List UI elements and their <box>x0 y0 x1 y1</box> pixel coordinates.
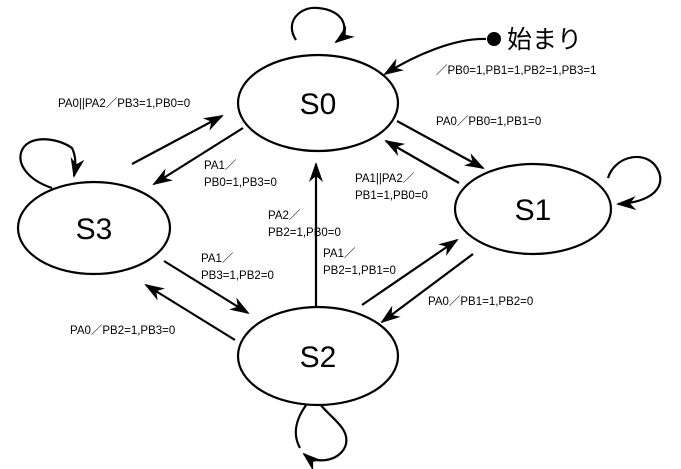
self-loop-s2 <box>296 397 348 460</box>
state-s3 <box>16 180 172 276</box>
arrow-s0-to-s1 <box>396 120 485 169</box>
label-start-to-s0: ／PB0=1,PB1=1,PB2=1,PB3=1 <box>436 64 596 77</box>
state-s2-label: S2 <box>300 341 337 374</box>
label-s3-to-s0: PA0||PA2／PB3=1,PB0=0 <box>58 97 190 110</box>
label-s1-to-s0-line2: PB1=1,PB0=0 <box>355 190 428 202</box>
arrow-s0-to-s3 <box>152 127 244 186</box>
label-s2-to-s0-line1: PA2／ <box>268 209 301 222</box>
label-s3-to-s2-line2: PB3=1,PB2=0 <box>201 270 274 282</box>
arrow-s1-to-s2 <box>380 253 474 324</box>
label-s2-to-s1-line1: PA1／ <box>323 247 356 260</box>
arrow-s3-to-s0 <box>131 115 224 165</box>
state-s0 <box>236 53 400 153</box>
state-s1-label: S1 <box>515 194 552 227</box>
label-s2-to-s3: PA0／PB2=1,PB3=0 <box>70 324 175 337</box>
state-s0-label: S0 <box>300 88 337 121</box>
start-dot <box>487 32 501 46</box>
start-arrow <box>383 37 487 76</box>
state-s3-label: S3 <box>76 213 113 246</box>
self-loop-s0 <box>290 6 355 44</box>
state-s2 <box>236 305 400 407</box>
self-loop-s1 <box>606 155 662 211</box>
arrow-s1-to-s0 <box>384 140 460 184</box>
label-s2-to-s1-line2: PB2=1,PB1=0 <box>323 265 396 277</box>
arrow-s2-to-s3 <box>144 283 236 341</box>
start-label: 始まり <box>507 25 582 54</box>
label-s0-to-s3-line2: PB0=1,PB3=0 <box>204 177 277 189</box>
label-s1-to-s0-line1: PA1||PA2／ <box>355 172 415 185</box>
arrow-s2-to-s1 <box>361 238 459 306</box>
label-s0-to-s1: PA0／PB0=1,PB1=0 <box>436 115 541 128</box>
label-s0-to-s3-line1: PA1／ <box>204 159 237 172</box>
self-loop-s3 <box>19 138 85 190</box>
arrow-s3-to-s2 <box>163 260 250 315</box>
state-s1 <box>453 162 613 256</box>
label-s2-to-s0-line2: PB2=1,PB0=0 <box>268 227 341 239</box>
label-s3-to-s2-line1: PA1／ <box>201 252 234 265</box>
label-s1-to-s2: PA0／PB1=1,PB2=0 <box>428 295 533 308</box>
